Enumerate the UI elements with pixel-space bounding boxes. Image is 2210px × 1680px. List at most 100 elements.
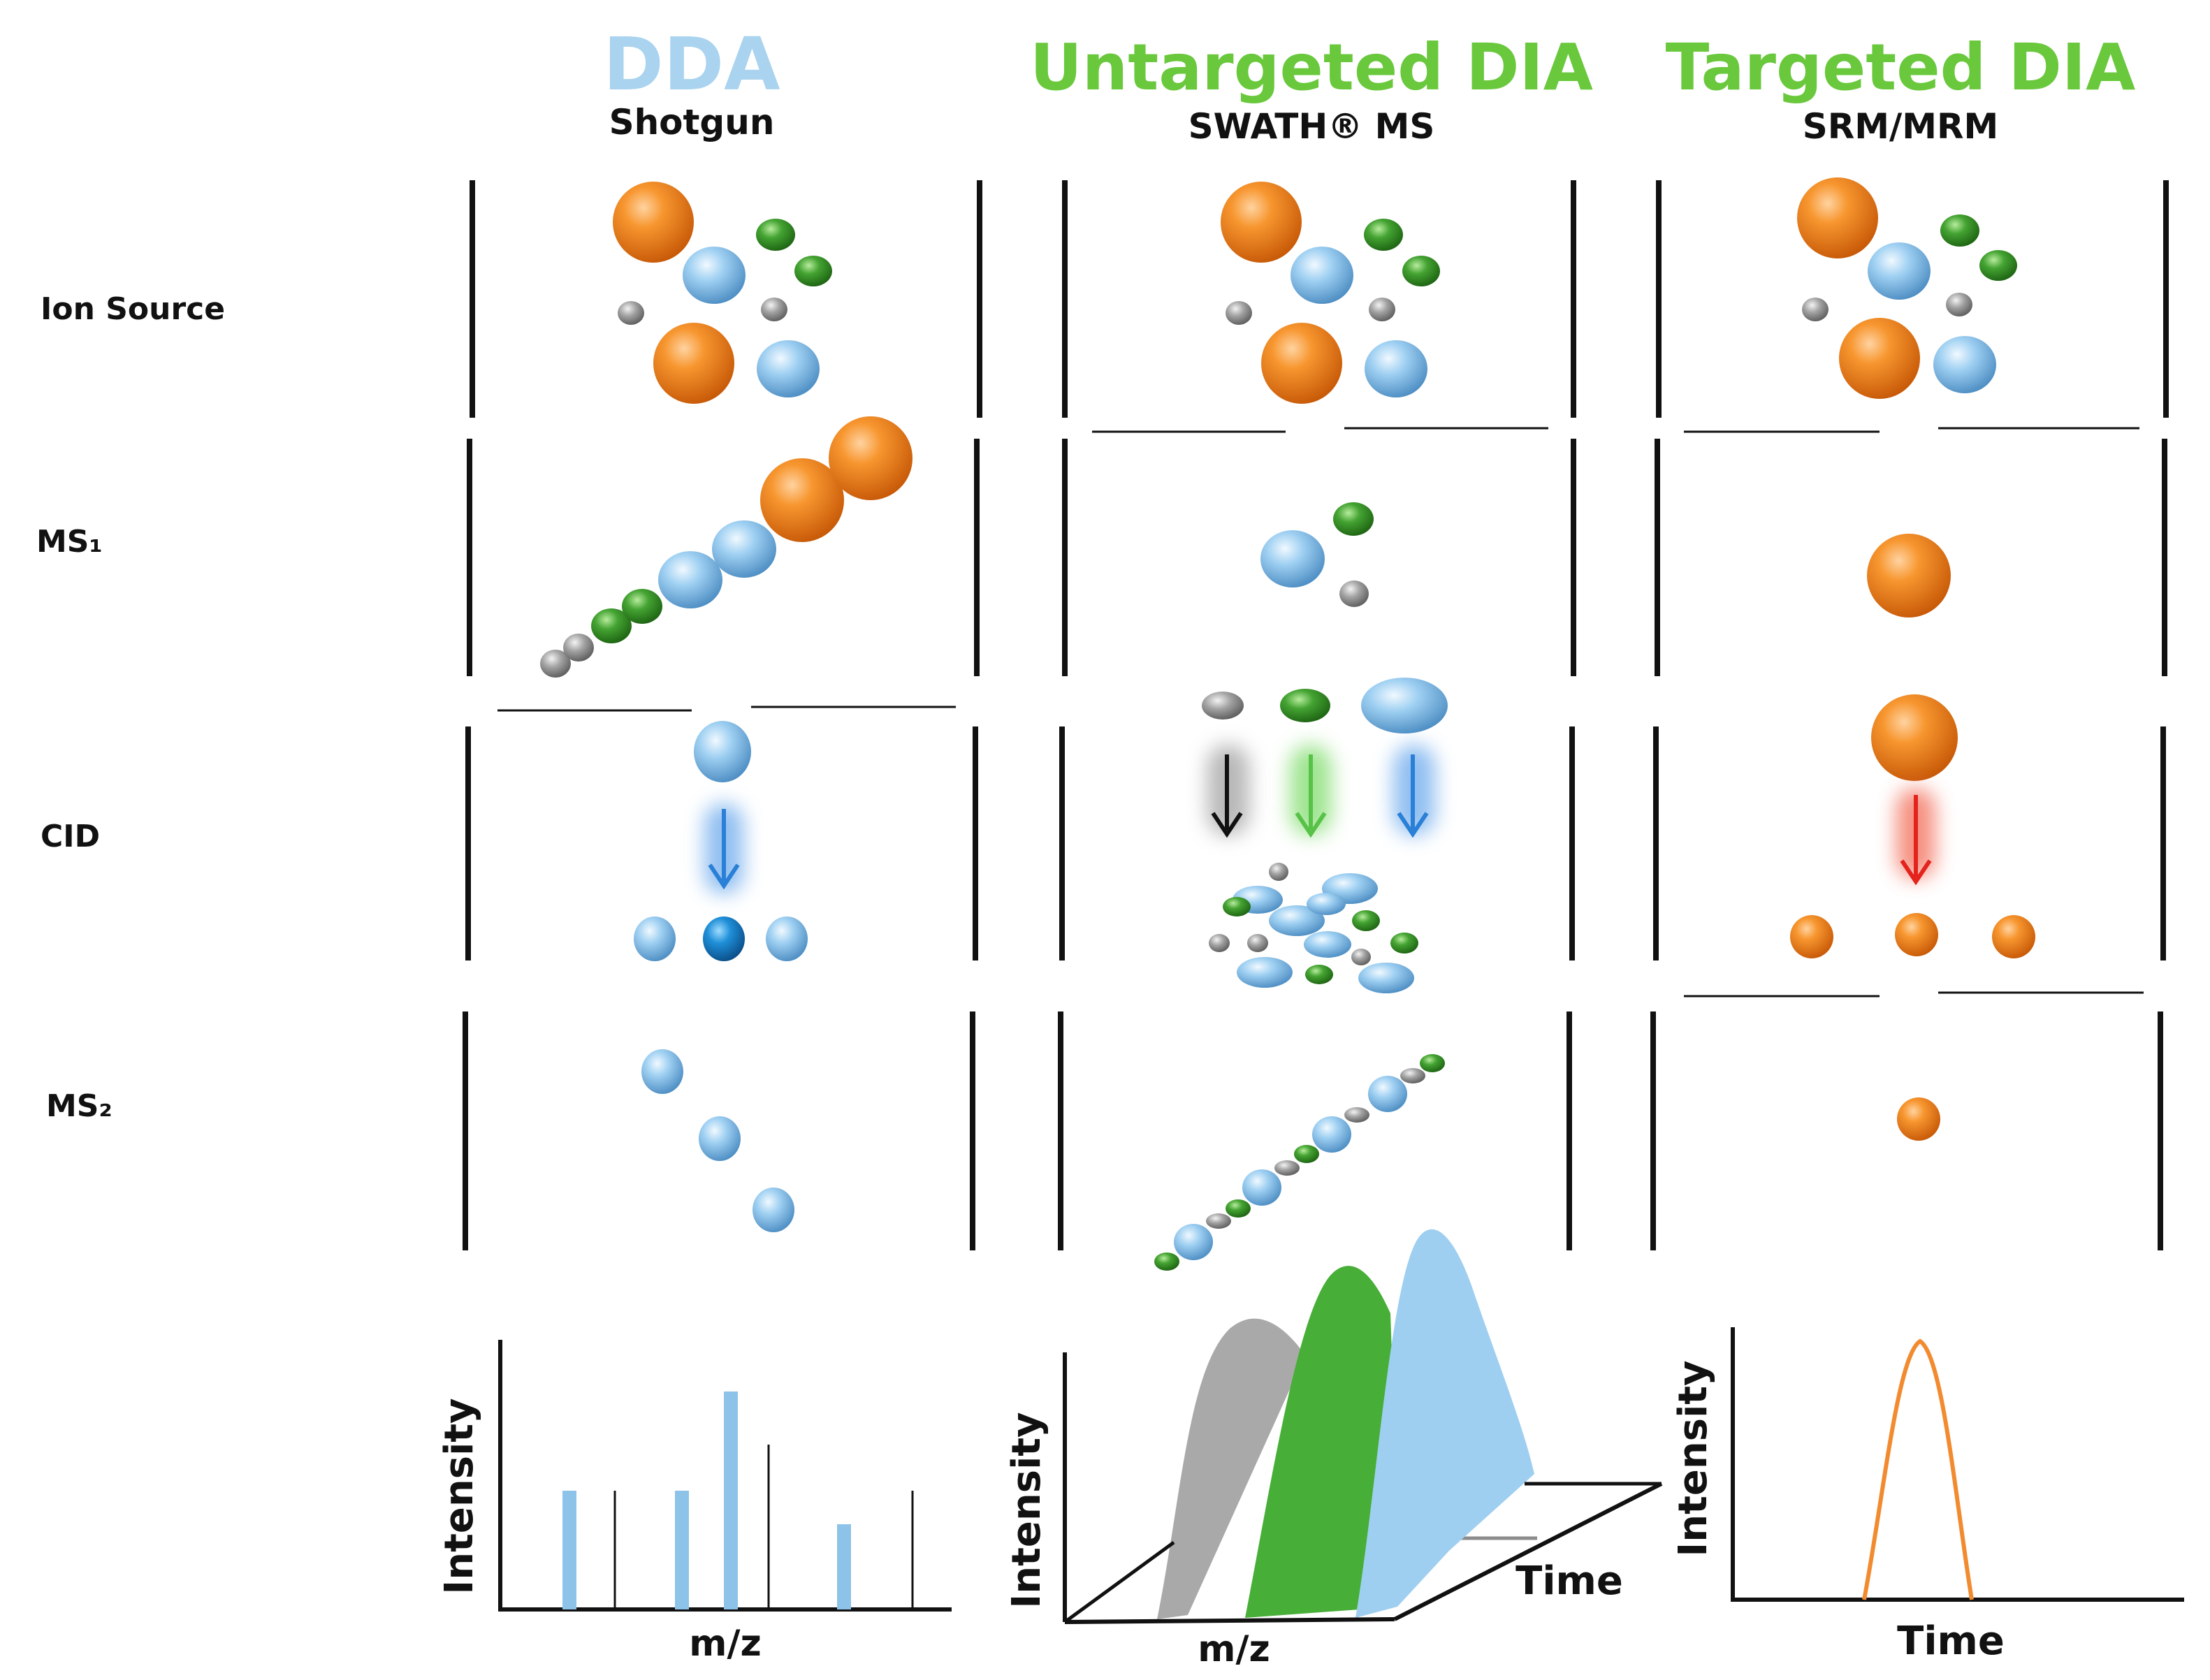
green-ion — [591, 608, 632, 643]
orange-ion — [1867, 534, 1951, 618]
orange-ion — [653, 323, 734, 404]
srm-cid-fragmentation — [1790, 694, 2035, 958]
blue-ion — [712, 520, 776, 578]
gray-fragment-ion — [1400, 1068, 1425, 1083]
orange-ion — [613, 182, 694, 263]
blue-fragment-ion — [1358, 963, 1414, 993]
green-ion — [1280, 689, 1330, 722]
header-untargeted-dia-title: Untargeted DIA — [1030, 30, 1593, 105]
swath-cid-fragmentation — [1202, 678, 1448, 993]
3d-base-right — [1393, 1482, 1663, 1621]
row-labels: Ion Source MS₁ CID MS₂ — [36, 291, 225, 1124]
blue-fragment-ion — [1368, 1076, 1407, 1112]
dda-x-axis-label: m/z — [689, 1623, 761, 1665]
green-fragment-ion — [1154, 1252, 1179, 1271]
gray-ion — [1802, 298, 1829, 321]
peak-green — [1245, 1266, 1397, 1618]
blue-fragment-ion — [1304, 931, 1351, 958]
swath-y-axis-label: Intensity — [1004, 1412, 1049, 1608]
dda-spectrum-plot: Intensity m/z — [437, 1340, 952, 1665]
blue-fragment-ion — [766, 916, 808, 961]
green-fragment-ion — [1294, 1145, 1319, 1163]
green-fragment-ion — [1390, 933, 1418, 954]
gray-ion — [1369, 298, 1395, 321]
gray-fragment-ion — [1274, 1160, 1300, 1176]
gray-fragment-ion — [1206, 1213, 1231, 1229]
gray-fragment-ion — [1269, 863, 1288, 881]
blue-fragment-ion — [1269, 905, 1325, 936]
gray-fragment-ion — [1344, 1107, 1369, 1123]
spectrum-bar-blue — [724, 1392, 738, 1609]
green-ion — [622, 589, 662, 624]
arrow-head — [708, 863, 740, 890]
green-fragment-ion — [1223, 897, 1251, 916]
swath-ion-source-cluster — [1221, 182, 1440, 404]
blue-ion — [1291, 247, 1353, 304]
blue-fragment-ion — [1307, 893, 1346, 915]
blue-ion — [683, 247, 746, 304]
orange-ion — [760, 458, 844, 542]
arrow-head — [1397, 812, 1429, 838]
ion-guide-lines — [497, 427, 2144, 998]
spectrum-bar-blue — [562, 1491, 576, 1609]
row-label-cid: CID — [41, 819, 100, 854]
dda-cid-fragmentation — [634, 721, 808, 961]
dda-y-axis-label: Intensity — [437, 1398, 482, 1594]
orange-ion — [1871, 694, 1958, 781]
orange-ion — [1221, 182, 1302, 263]
srm-ion-source-cluster — [1797, 177, 2017, 399]
srm-ms2-fragment — [1897, 1097, 1940, 1141]
gray-ion — [761, 298, 787, 321]
orange-ion — [1797, 177, 1878, 258]
arrow-head — [1295, 812, 1327, 838]
blue-fragment-ion — [699, 1116, 741, 1161]
swath-time-axis-label: Time — [1515, 1558, 1623, 1604]
instrument-frames — [463, 180, 2169, 1250]
swath-3d-plot: Intensity m/z Time — [1004, 1229, 1663, 1670]
spectrum-bar-blue — [837, 1524, 851, 1609]
green-ion — [1364, 219, 1403, 251]
deep-blue-fragment-ion — [703, 916, 745, 961]
swath-ms2-fragments — [1154, 1054, 1445, 1271]
spectrum-bar-blue — [675, 1491, 689, 1609]
blue-fragment-ion — [1174, 1224, 1213, 1260]
blue-ion — [1933, 336, 1996, 393]
swath-ms1-window — [1260, 502, 1374, 607]
green-ion — [794, 256, 832, 286]
header-untargeted-dia-subtitle: SWATH® MS — [1188, 106, 1435, 147]
3d-base-left — [1063, 1540, 1175, 1624]
blue-fragment-ion — [1242, 1169, 1281, 1206]
orange-ion — [829, 416, 913, 500]
green-ion — [1402, 256, 1440, 286]
column-headers: DDA Shotgun Untargeted DIA SWATH® MS Tar… — [603, 22, 2135, 147]
header-targeted-dia-title: Targeted DIA — [1666, 30, 2136, 105]
header-targeted-dia-subtitle: SRM/MRM — [1803, 106, 1999, 147]
dda-ms2-fragments — [641, 1049, 794, 1232]
orange-fragment-ion — [1897, 1097, 1940, 1141]
chromatogram-peak — [1862, 1338, 1974, 1600]
arrow-head — [1900, 859, 1932, 886]
gray-fragment-ion — [1209, 934, 1230, 952]
green-fragment-ion — [1305, 965, 1333, 984]
blue-ion — [1365, 340, 1427, 397]
row-label-ion-source: Ion Source — [41, 291, 225, 327]
gray-ion — [1226, 301, 1252, 325]
green-fragment-ion — [1226, 1199, 1251, 1218]
green-ion — [756, 219, 795, 251]
srm-x-axis-label: Time — [1897, 1619, 2005, 1664]
blue-ion — [1260, 530, 1325, 587]
gray-ion — [540, 650, 571, 678]
orange-fragment-ion — [1790, 915, 1833, 958]
green-ion — [1940, 214, 1979, 247]
gray-ion — [1339, 580, 1369, 607]
orange-ion — [1839, 318, 1920, 399]
blue-ion — [1868, 242, 1931, 300]
peak-gray — [1157, 1318, 1305, 1619]
green-fragment-ion — [1352, 910, 1380, 931]
blue-fragment-ion — [641, 1049, 683, 1094]
orange-ion — [1261, 323, 1342, 404]
blue-ion — [757, 340, 820, 397]
gray-ion — [1946, 293, 1972, 316]
dda-ion-source-cluster — [613, 182, 832, 404]
